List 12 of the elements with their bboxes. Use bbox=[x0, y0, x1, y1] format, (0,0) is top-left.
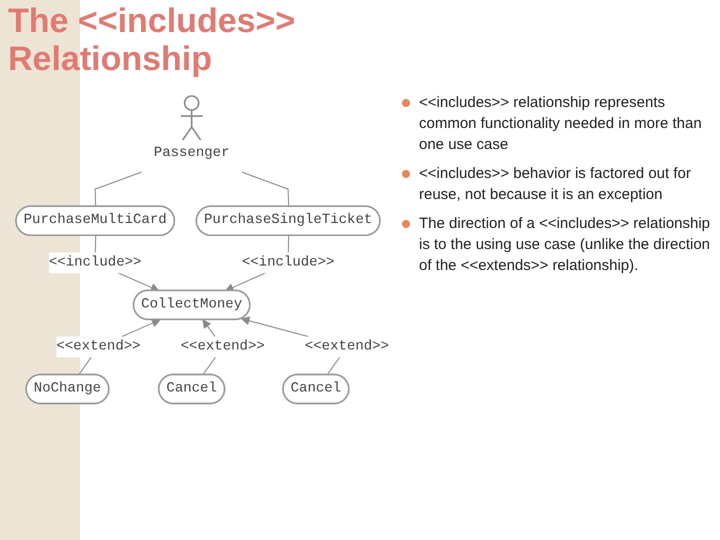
connector bbox=[241, 172, 290, 208]
bullet-text: <<includes>> behavior is factored out for reuse, not because it is an exception bbox=[419, 164, 692, 205]
edge-label: <<include>> bbox=[48, 254, 142, 270]
connector bbox=[94, 172, 142, 208]
node-text: Passenger bbox=[154, 145, 230, 162]
edge-label: <<extend>> bbox=[304, 338, 389, 354]
slide-title: The <<includes>> Relationship bbox=[8, 2, 296, 78]
bullet-text: <<includes>> relationship represents common functionality needed in more than one use case bbox=[419, 93, 703, 155]
edge-label: <<extend>> bbox=[56, 338, 141, 354]
edge-label: <<extend>> bbox=[180, 338, 265, 354]
bullet-text: The direction of a <<includes>> relationship is to the using use case (unlike the direction of the <<extends>> relationship). bbox=[419, 214, 712, 276]
edge-label: <<include>> bbox=[242, 254, 334, 270]
